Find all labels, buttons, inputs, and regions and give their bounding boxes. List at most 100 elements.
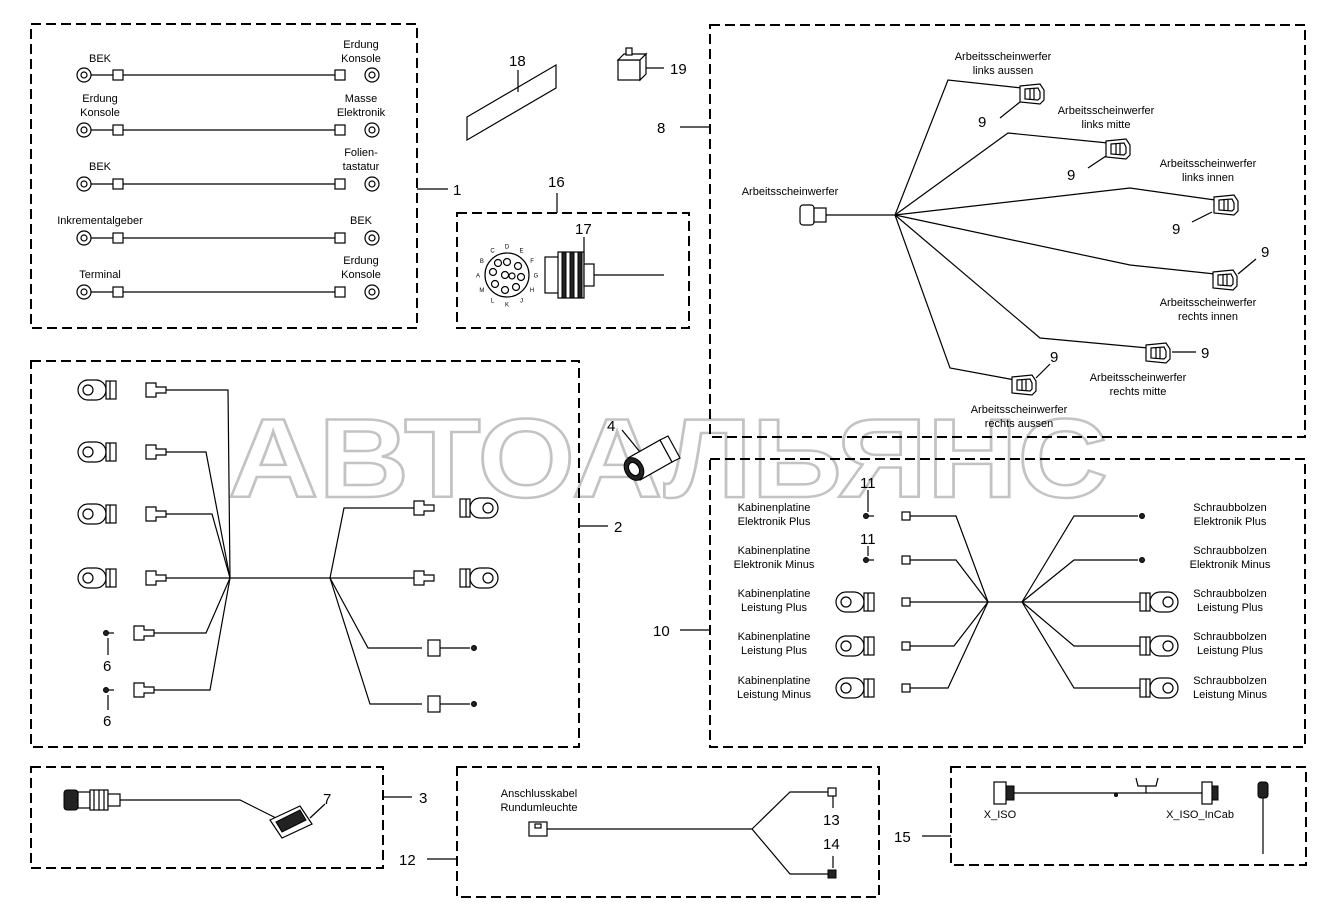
right-terminals <box>413 497 499 713</box>
lamp-5-number: 9 <box>1201 345 1209 362</box>
left-terminals <box>77 379 167 698</box>
lamp-3-label-2: links innen <box>1182 172 1234 184</box>
group-15-number: 15 <box>894 829 911 846</box>
cable-2-right-label-2: Elektronik <box>337 107 386 119</box>
lamp-1-label-1: Arbeitsscheinwerfer <box>955 51 1052 63</box>
group-12-beacon-cable: 12 Anschlusskabel Rundumleuchte 13 14 <box>399 766 880 898</box>
part-13-number: 13 <box>823 812 840 829</box>
part-4-number: 4 <box>607 418 615 435</box>
left-4-label-1: Kabinenplatine <box>738 631 811 643</box>
part-18-number: 18 <box>509 53 526 70</box>
main-round-connector <box>799 204 827 226</box>
lamp-1-number: 9 <box>978 114 986 131</box>
pin-letter-l: L <box>491 299 495 305</box>
right-1-label-2: Elektronik Plus <box>1194 516 1267 528</box>
socket-7 <box>269 805 313 839</box>
group-2-main-harness: 2 6 6 <box>30 360 622 748</box>
center-wires <box>910 515 1140 689</box>
group-16-frame <box>456 212 690 329</box>
cable-bek-folientastatur: BEK Folien- tastatur <box>76 147 380 192</box>
group-10-frame <box>709 458 1306 748</box>
group-15-frame <box>950 766 1307 866</box>
left-5-label-2: Leistung Minus <box>737 689 811 701</box>
plug-connector <box>63 789 121 811</box>
part-6b-number: 6 <box>103 713 111 730</box>
lamp-6-number: 9 <box>1050 349 1058 366</box>
branch-wires <box>894 79 1216 381</box>
pin-letter-j: J <box>520 299 523 305</box>
part-18-label-strip: 18 <box>466 53 557 142</box>
right-side-terminals <box>1139 513 1179 699</box>
left-wires <box>154 389 330 691</box>
group-16-number: 16 <box>548 174 565 191</box>
group-10-cabin-board-harness: 10 Kabinenplatine Elektronik Plus Kabine… <box>653 458 1306 748</box>
part-17-number: 17 <box>575 221 592 238</box>
left-side-labels: Kabinenplatine Elektronik Plus Kabinenpl… <box>734 502 815 701</box>
cable-3-right-label-2: tastatur <box>343 161 380 173</box>
x-iso-label: X_ISO <box>984 809 1017 821</box>
cable-2-right-label-1: Masse <box>345 93 377 105</box>
cable-5-right-label-2: Konsole <box>341 269 381 281</box>
group-1-number: 1 <box>453 182 461 199</box>
left-4-label-2: Leistung Plus <box>741 645 808 657</box>
group-1-ground-cables: 1 BEK Erdung Konsole Erdung Konsole Mass… <box>30 23 461 329</box>
cable-bek-erdung-konsole: BEK Erdung Konsole <box>76 39 381 83</box>
right-2-label-2: Elektronik Minus <box>1190 559 1271 571</box>
right-4-label-1: Schraubbolzen <box>1193 631 1266 643</box>
cable-inkrementalgeber-bek: Inkrementalgeber BEK <box>57 215 380 246</box>
lamp-connector-rechts-innen: 9 Arbeitsscheinwerfer rechts innen <box>1160 244 1270 323</box>
right-3-label-2: Leistung Plus <box>1197 602 1264 614</box>
group-15-iso-cable: 15 X_ISO X_ISO_InCab <box>894 766 1307 866</box>
lamp-2-label-1: Arbeitsscheinwerfer <box>1058 105 1155 117</box>
part-11b-number: 11 <box>860 531 876 548</box>
lamp-5-label-2: rechts mitte <box>1110 386 1167 398</box>
right-5-label-2: Leistung Minus <box>1193 689 1267 701</box>
beacon-cable-label-2: Rundumleuchte <box>500 802 577 814</box>
lamp-5-label-1: Arbeitsscheinwerfer <box>1090 372 1187 384</box>
pin-letter-h: H <box>530 288 534 294</box>
cable-erdung-masse-elektronik: Erdung Konsole Masse Elektronik <box>76 93 386 138</box>
group-12-frame <box>456 766 880 898</box>
lamp-1-label-2: links aussen <box>973 65 1034 77</box>
cable-5-right-label-1: Erdung <box>343 255 378 267</box>
cable-4-left-label: Inkrementalgeber <box>57 215 143 227</box>
beacon-cable-label-1: Anschlusskabel <box>501 788 577 800</box>
left-3-label-2: Leistung Plus <box>741 602 808 614</box>
left-2-label-1: Kabinenplatine <box>738 545 811 557</box>
lamp-connector-rechts-mitte: 9 Arbeitsscheinwerfer rechts mitte <box>1090 342 1209 398</box>
part-11a-number: 11 <box>860 475 876 492</box>
part-7-number: 7 <box>323 791 331 808</box>
group-3-adapter-cable: 3 7 <box>30 766 427 869</box>
iso-connector-left <box>993 781 1015 805</box>
cable-1-right-label-1: Erdung <box>343 39 378 51</box>
pin-letter-a: A <box>476 274 480 280</box>
part-19-relay: 19 <box>616 47 687 82</box>
part-6a-number: 6 <box>103 658 111 675</box>
group-2-frame <box>30 360 580 748</box>
right-2-label-1: Schraubbolzen <box>1193 545 1266 557</box>
main-lamp-label: Arbeitsscheinwerfer <box>742 186 839 198</box>
left-1-label-1: Kabinenplatine <box>738 502 811 514</box>
connector-pins <box>488 257 526 295</box>
lamp-connector-rechts-aussen: 9 Arbeitsscheinwerfer rechts aussen <box>971 349 1068 430</box>
incab-cap <box>1257 781 1269 854</box>
group-3-frame <box>30 766 384 869</box>
connector-body <box>544 251 664 299</box>
group-10-number: 10 <box>653 623 670 640</box>
cable-1-right-label-2: Konsole <box>341 53 381 65</box>
lamp-connector-links-mitte: 9 Arbeitsscheinwerfer links mitte <box>1058 105 1155 184</box>
lamp-connector-links-aussen: 9 Arbeitsscheinwerfer links aussen <box>955 51 1052 131</box>
pin-letter-f: F <box>530 259 534 265</box>
cable-5-left-label: Terminal <box>79 269 121 281</box>
cable-4-right-label: BEK <box>350 215 373 227</box>
group-3-number: 3 <box>419 790 427 807</box>
lamp-3-label-1: Arbeitsscheinwerfer <box>1160 158 1257 170</box>
lamp-2-number: 9 <box>1067 167 1075 184</box>
left-2-label-2: Elektronik Minus <box>734 559 815 571</box>
left-5-label-1: Kabinenplatine <box>738 675 811 687</box>
cable-3-left-label: BEK <box>89 161 112 173</box>
cable-1-left-label: BEK <box>89 53 112 65</box>
iso-connector-right <box>1201 781 1219 805</box>
